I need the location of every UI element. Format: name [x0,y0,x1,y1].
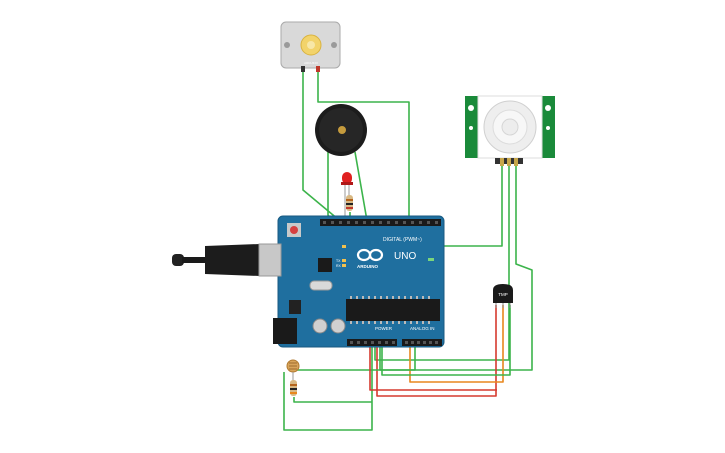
arduino-logo-icon [356,248,384,262]
bottom-header-holes [350,341,438,344]
board-model: UNO [394,251,416,262]
wire-tmp-gnd[interactable] [381,305,511,376]
wire-motor-right[interactable] [317,72,410,232]
crystal-oscillator [309,280,333,291]
dc-jack [273,318,297,344]
motor-label: ARDUINO [304,61,319,65]
capacitor-2 [330,318,346,334]
digital-label: DIGITAL (PWM~) [383,237,422,243]
piezo-buzzer[interactable] [315,104,367,156]
power-label: POWER [375,326,393,331]
usb-cable[interactable] [172,243,282,277]
wire-resistor-bottom[interactable] [293,397,372,403]
arduino-uno-board[interactable]: DIGITAL (PWM~) ARDUINO UNO TX RX POWER A… [172,215,445,348]
rx-label: RX [336,264,342,268]
wire-tmp-out[interactable] [409,305,504,383]
voltage-regulator [289,300,301,314]
dc-motor[interactable]: ARDUINO [280,21,341,72]
on-led [428,258,434,261]
wire-pir-gnd[interactable] [379,163,533,371]
rx-led [342,264,346,267]
l-led [342,245,346,248]
digital-header-holes [323,221,438,224]
reset-button[interactable] [287,223,301,237]
wire-red-loop[interactable] [369,343,497,391]
tx-led [342,259,346,262]
capacitor-1 [312,318,328,334]
buzzer-hole-icon [338,126,346,134]
pir-pot-left-icon [468,105,474,111]
wire-pir-vcc[interactable] [374,163,510,361]
usb-chip [318,258,332,272]
pir-pot-right-icon [545,105,551,111]
wire-ldr-left[interactable] [283,343,373,431]
temperature-sensor[interactable]: TMP [493,284,513,308]
atmega-chip [346,299,440,321]
analog-header[interactable] [402,339,442,346]
tmp-label: TMP [498,292,508,297]
board-brand: ARDUINO [357,264,378,269]
photoresistor[interactable] [286,359,300,380]
led-resistor[interactable] [346,195,353,211]
tx-label: TX [336,259,341,263]
analog-label: ANALOG IN [410,326,435,331]
atmega-pins [350,296,430,324]
ldr-resistor[interactable] [290,380,297,396]
wire-ldr-top[interactable] [294,343,416,371]
pir-sensor[interactable] [465,95,555,166]
